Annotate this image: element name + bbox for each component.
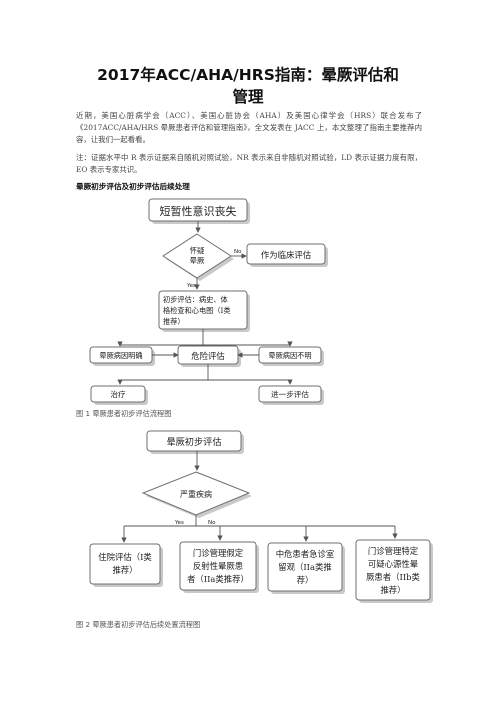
fig1-initial-eval-box: 初步评估：病史、体 格检查和心电图（I类 推荐） bbox=[158, 290, 250, 332]
fig1-start-box: 短暂性意识丧失 bbox=[148, 198, 250, 224]
fig1-initial-eval-line3: 推荐） bbox=[163, 317, 185, 326]
fig1-start-label: 短暂性意识丧失 bbox=[160, 204, 237, 218]
fig2-ed-observation-box: 中危患者急诊室 留观（IIa类推 荐） bbox=[267, 542, 345, 594]
fig1-risk-eval-box: 危险评估 bbox=[177, 345, 241, 367]
fig2-initial-eval-label: 晕厥初步评估 bbox=[166, 436, 221, 448]
fig1-further-eval-label: 进一步评估 bbox=[271, 389, 309, 399]
fig2-outpatient-cardiac-line4: 推荐） bbox=[380, 585, 405, 595]
page-title-line2: 管理 bbox=[232, 88, 264, 106]
page-title-line1: 2017年ACC/AHA/HRS指南：晕厥评估和 bbox=[97, 66, 399, 84]
note-paragraph: 注：证据水平中 R 表示证据来自随机对照试验，NR 表示来自非随机对照试验，LD… bbox=[76, 153, 422, 174]
fig1-risk-eval-label: 危险评估 bbox=[191, 351, 225, 361]
fig1-cause-known-label: 晕厥病因明确 bbox=[99, 351, 142, 360]
fig2-outpatient-cardiac-box: 门诊管理特定 可疑心源性晕 厥患者（IIb类 推荐） bbox=[355, 539, 433, 603]
fig1-clinical-eval-box: 作为临床评估 bbox=[246, 243, 328, 267]
fig2-severe-diamond: 严重疾病 bbox=[141, 471, 252, 518]
fig1-suspect-diamond: 怀疑 晕厥 bbox=[162, 233, 234, 281]
fig2-yes-label: Yes bbox=[174, 520, 184, 526]
fig2-inpatient-line2: 推荐） bbox=[112, 565, 137, 575]
page-title: 2017年ACC/AHA/HRS指南：晕厥评估和 管理 bbox=[64, 64, 432, 108]
fig2-outpatient-reflex-line2: 反射性晕厥患 bbox=[193, 561, 243, 571]
fig2-outpatient-reflex-line3: 者（IIa类推荐） bbox=[187, 574, 249, 584]
fig1-clinical-eval-label: 作为临床评估 bbox=[261, 250, 312, 260]
fig2-initial-eval-box: 晕厥初步评估 bbox=[146, 430, 244, 454]
figure1-caption: 图 1 晕厥患者初步评估流程图 bbox=[76, 409, 172, 418]
fig2-outpatient-cardiac-line1: 门诊管理特定 bbox=[368, 546, 419, 556]
fig2-outpatient-cardiac-line3: 厥患者（IIb类 bbox=[366, 572, 420, 582]
intro-paragraph: 近期，美国心脏病学会（ACC）、美国心脏协会（AHA）及美国心律学会（HRS）联… bbox=[76, 111, 422, 144]
fig1-initial-eval-line1: 初步评估：病史、体 bbox=[163, 295, 228, 304]
fig2-outpatient-reflex-line1: 门诊管理假定 bbox=[193, 548, 244, 558]
fig2-no-label: No bbox=[208, 520, 216, 526]
fig1-treatment-box: 治疗 bbox=[90, 385, 148, 405]
fig1-yes-label: Yes bbox=[186, 283, 196, 289]
fig2-inpatient-line1: 住院评估（I类 bbox=[98, 552, 152, 562]
fig1-treatment-label: 治疗 bbox=[110, 389, 126, 399]
fig1-suspect-line2: 晕厥 bbox=[190, 256, 205, 265]
fig2-outpatient-reflex-box: 门诊管理假定 反射性晕厥患 者（IIa类推荐） bbox=[179, 541, 259, 593]
fig1-cause-unknown-box: 晕厥病因不明 bbox=[258, 346, 324, 366]
fig1-no-label: No bbox=[234, 249, 242, 255]
fig1-further-eval-box: 进一步评估 bbox=[258, 385, 324, 405]
fig2-outpatient-cardiac-line2: 可疑心源性晕 bbox=[368, 559, 418, 569]
fig2-ed-obs-line2: 留观（IIa类推 bbox=[278, 562, 331, 572]
fig1-cause-known-box: 晕厥病因明确 bbox=[89, 346, 155, 366]
fig2-ed-obs-line3: 荐） bbox=[297, 575, 314, 585]
figure2-caption: 图 2 晕厥患者初步评估后续处置流程图 bbox=[76, 620, 201, 629]
fig1-suspect-line1: 怀疑 bbox=[190, 246, 205, 255]
section-heading: 晕厥初步评估及初步评估后续处理 bbox=[76, 182, 190, 191]
fig2-severe-label: 严重疾病 bbox=[180, 489, 212, 499]
fig2-ed-obs-line1: 中危患者急诊室 bbox=[276, 549, 335, 559]
fig1-cause-unknown-label: 晕厥病因不明 bbox=[268, 351, 311, 360]
fig1-initial-eval-line2: 格检查和心电图（I类 bbox=[163, 306, 231, 315]
fig2-inpatient-box: 住院评估（I类 推荐） bbox=[89, 543, 163, 587]
